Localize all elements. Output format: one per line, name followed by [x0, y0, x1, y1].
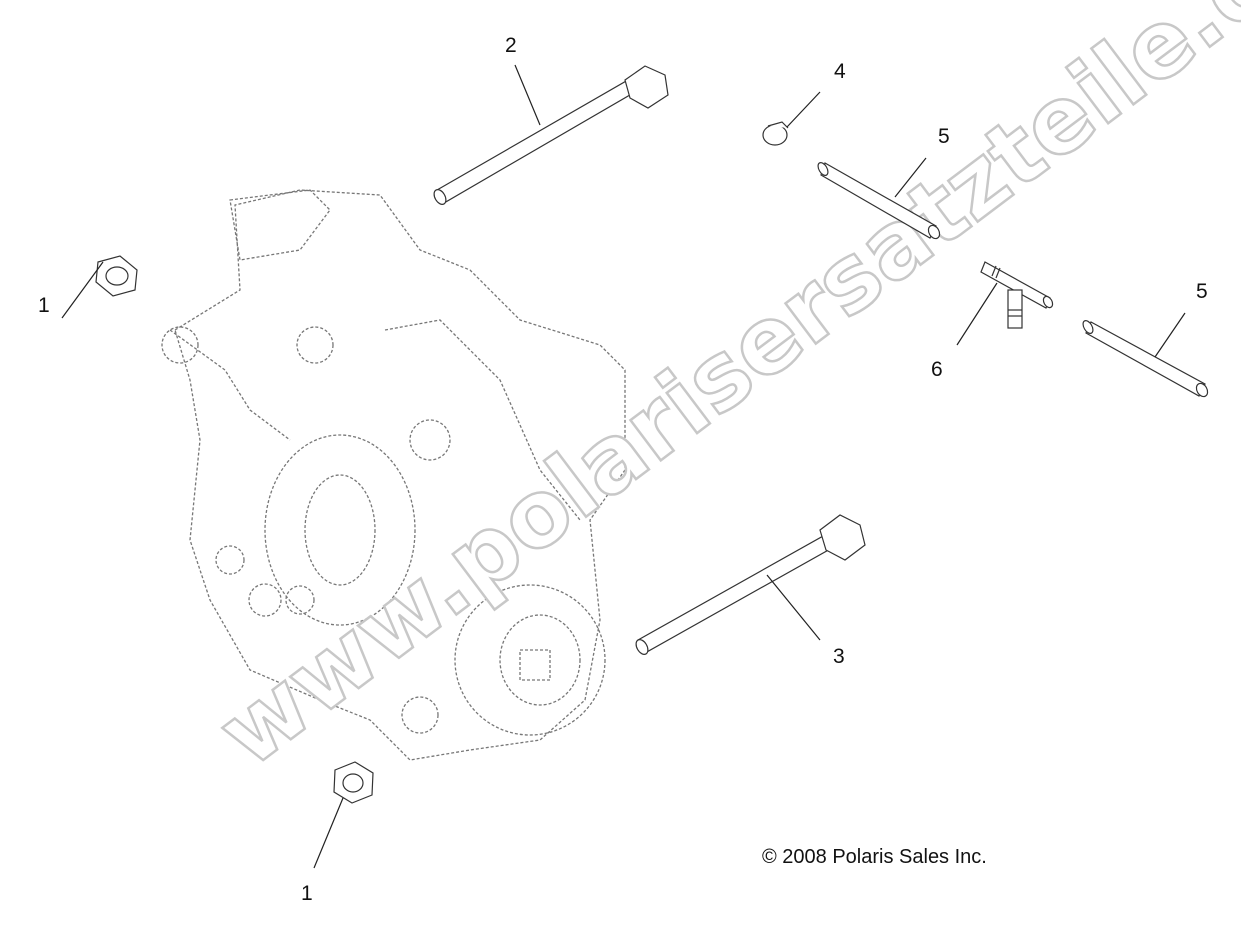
- callout-label: 3: [833, 645, 845, 668]
- callout-label: 1: [301, 882, 313, 905]
- hex-nut-icon: [95, 255, 138, 297]
- hose-right: [1082, 320, 1209, 398]
- hose-clamp-icon: [762, 121, 789, 146]
- bolt-bottom: [635, 514, 866, 655]
- callout-label: 2: [505, 34, 517, 57]
- callout-label: 4: [834, 60, 846, 83]
- callout-label: 5: [938, 125, 950, 148]
- watermark: www.polarisersatzteile.de: [199, 0, 1241, 788]
- bolt-top: [433, 65, 669, 205]
- copyright-text: © 2008 Polaris Sales Inc.: [762, 846, 987, 868]
- callout-label: 1: [38, 294, 50, 317]
- transmission-case: [161, 189, 626, 761]
- callout-label: 6: [931, 358, 943, 381]
- hex-nut-icon: [333, 761, 374, 804]
- hose-upper: [817, 162, 941, 240]
- tee-fitting: [980, 261, 1054, 329]
- callout-label: 5: [1196, 280, 1208, 303]
